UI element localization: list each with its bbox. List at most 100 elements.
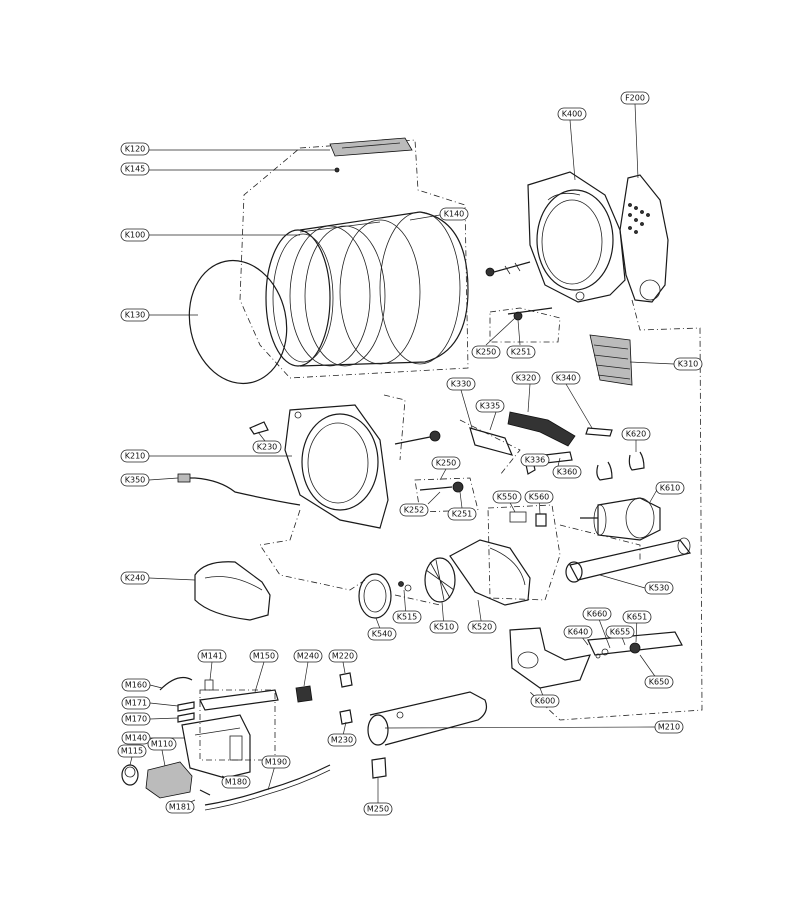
label-m180: M180 (221, 775, 251, 789)
svg-text:K320: K320 (516, 374, 537, 383)
label-k330: K330 (446, 377, 476, 391)
leader-m210 (384, 726, 656, 729)
coil-m115 (121, 764, 139, 786)
label-k655: K655 (605, 625, 635, 639)
svg-text:K250: K250 (476, 348, 497, 357)
svg-text:M210: M210 (658, 723, 680, 732)
group-outline-k335 (459, 419, 521, 476)
burner-tube-m210 (367, 691, 488, 746)
label-k336: K336 (520, 453, 550, 467)
leader-m115 (129, 756, 133, 766)
svg-text:M160: M160 (125, 681, 147, 690)
leader-k310 (629, 361, 675, 365)
leader-k252 (427, 491, 441, 505)
svg-text:K120: K120 (125, 145, 146, 154)
svg-text:K610: K610 (660, 484, 681, 493)
label-m171: M171 (121, 696, 151, 710)
label-m250: M250 (363, 802, 393, 816)
svg-text:K251: K251 (452, 510, 473, 519)
svg-text:M250: M250 (367, 805, 389, 814)
svg-text:K620: K620 (626, 430, 647, 439)
svg-text:K650: K650 (649, 678, 670, 687)
label-m140: M140 (121, 731, 151, 745)
igniter-m240 (295, 685, 313, 703)
leader-k140 (409, 214, 441, 221)
drum-lifter-k120 (329, 137, 413, 173)
label-k640: K640 (563, 625, 593, 639)
leader-m150 (254, 661, 265, 693)
leader-m171 (149, 702, 179, 707)
thermostat-m141 (204, 679, 214, 691)
svg-text:M171: M171 (125, 699, 147, 708)
idler-pulley-k340 (585, 427, 613, 437)
label-k250b: K250 (431, 456, 461, 470)
leader-k360 (557, 457, 561, 467)
label-m170: M170 (121, 712, 151, 726)
leader-k251b (459, 491, 463, 509)
idler-bracket-k320 (507, 411, 576, 447)
idler-arm-k330 (469, 427, 514, 456)
label-k310: K310 (673, 357, 703, 371)
label-m110: M110 (147, 737, 177, 751)
svg-text:K335: K335 (480, 402, 501, 411)
label-m210: M210 (654, 720, 684, 734)
motor-clamps-k620 (596, 451, 645, 481)
group-outline-heater (199, 689, 276, 761)
label-k100: K100 (120, 228, 150, 242)
motor-k610 (580, 497, 661, 541)
label-k610: K610 (655, 481, 685, 495)
leader-m170 (149, 717, 179, 720)
svg-text:M110: M110 (151, 740, 173, 749)
leader-k335 (489, 411, 497, 431)
leader-k350 (148, 477, 179, 481)
svg-text:K660: K660 (587, 610, 608, 619)
label-m115: M115 (117, 744, 147, 758)
label-k320: K320 (511, 371, 541, 385)
label-k650: K650 (644, 675, 674, 689)
svg-text:K140: K140 (444, 210, 465, 219)
label-k335: K335 (475, 399, 505, 413)
label-k540: K540 (367, 627, 397, 641)
leader-m110 (161, 749, 166, 767)
label-m220: M220 (328, 649, 358, 663)
label-m190: M190 (261, 755, 291, 769)
label-k520: K520 (467, 620, 497, 634)
group-outline-k550 (487, 504, 561, 601)
drum-k100 (265, 211, 469, 367)
leader-k230 (257, 431, 266, 442)
label-f200: F200 (620, 91, 650, 105)
svg-text:K340: K340 (556, 374, 577, 383)
lint-filter-k310 (589, 334, 633, 386)
door-k240 (194, 561, 271, 621)
front-bulkhead-k210 (284, 404, 389, 529)
leader-m240 (303, 661, 309, 687)
svg-text:M150: M150 (253, 652, 275, 661)
label-k210: K210 (120, 449, 150, 463)
leader-m220 (342, 661, 346, 674)
label-k230: K230 (252, 440, 282, 454)
label-k515: K515 (392, 610, 422, 624)
svg-text:K130: K130 (125, 311, 146, 320)
leader-k400 (569, 119, 576, 181)
svg-text:M170: M170 (125, 715, 147, 724)
label-k120: K120 (120, 142, 150, 156)
drum-glide-k230 (249, 421, 269, 435)
svg-text:K560: K560 (529, 493, 550, 502)
svg-text:M141: M141 (201, 652, 223, 661)
svg-text:M240: M240 (297, 652, 319, 661)
leader-k240 (148, 577, 196, 581)
leader-k251a (517, 319, 521, 346)
motor-mount-k600 (509, 627, 591, 689)
gas-pipe-m190 (199, 764, 331, 811)
svg-text:K640: K640 (568, 628, 589, 637)
svg-text:K540: K540 (372, 630, 393, 639)
drum-belt-k130 (188, 259, 288, 385)
gas-valve-m110 (145, 761, 193, 799)
svg-text:K520: K520 (472, 623, 493, 632)
flame-sensor-m220 (339, 672, 353, 688)
svg-text:K252: K252 (404, 506, 425, 515)
seal-k540 (358, 573, 392, 619)
label-k400: K400 (557, 107, 587, 121)
exhaust-duct-f200 (619, 174, 669, 303)
